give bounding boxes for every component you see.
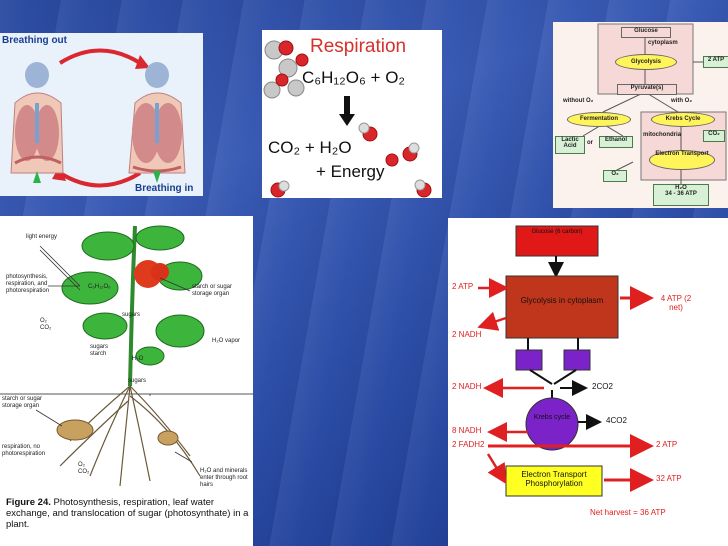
- respiration-panel: Respiration C₆H₁₂O₆ + O₂ CO₂ + H₂O + Ene…: [262, 30, 442, 198]
- caption-text: Photosynthesis, respiration, leaf water …: [6, 497, 249, 530]
- flow-panel: Glucose (6 carbon) 2 ATP Glycolysis in c…: [448, 218, 728, 546]
- breathing-in-label: Breathing in: [135, 183, 194, 194]
- pathway-without-o2: without O₂: [563, 98, 594, 104]
- pathway-mitochondria: mitochondria: [643, 132, 682, 138]
- flow-nadh-3: 8 NADH: [452, 426, 482, 435]
- flow-fadh: 2 FADH2: [452, 440, 485, 449]
- pathway-fermentation: Fermentation: [567, 112, 631, 127]
- breathing-illustration: [10, 48, 186, 188]
- flow-atp-out: 4 ATP (2 net): [660, 294, 692, 312]
- plant-light: light energy: [26, 234, 58, 240]
- pathway-h2o-atp: H₂O 34 - 36 ATP: [653, 184, 709, 206]
- flow-net: Net harvest = 36 ATP: [590, 508, 666, 517]
- pathway-lactic: Lactic Acid: [555, 136, 585, 154]
- plant-sugars-starch: sugars starch: [90, 344, 109, 357]
- plant-starch-top: starch or sugar storage organ: [192, 284, 233, 297]
- plant-h2o-minerals: H₂O and minerals enter through root hair…: [200, 468, 248, 488]
- flow-atp-in: 2 ATP: [452, 282, 474, 291]
- respiration-products: CO₂ + H₂O: [268, 138, 352, 157]
- plant-starch-bottom: starch or sugar storage organ: [2, 396, 43, 409]
- flow-co2-2: 4CO2: [606, 416, 627, 425]
- plant-illustration: [0, 225, 253, 487]
- plant-panel: light energy photosynthesis, respiration…: [0, 216, 253, 546]
- pathway-panel: Glucose cytoplasm Glycolysis 2 ATP Pyruv…: [553, 22, 728, 208]
- flow-glycolysis: Glycolysis in cytoplasm: [520, 296, 604, 305]
- pathway-2atp: 2 ATP: [703, 56, 728, 68]
- flow-etc: Electron Transport Phosphorylation: [521, 470, 587, 488]
- plant-h2o: H₂O: [132, 356, 144, 362]
- pathway-pyruvate: Pyruvate(s): [617, 84, 677, 95]
- pathway-h2o: H₂O: [675, 185, 687, 191]
- molecule-illustration: [263, 40, 432, 198]
- flow-co2-1: 2CO2: [592, 382, 613, 391]
- flow-atp-krebs: 2 ATP: [656, 440, 678, 449]
- respiration-reactants: C₆H₁₂O₆ + O₂: [302, 68, 406, 87]
- figure-caption: Figure 24. Photosynthesis, respiration, …: [6, 497, 253, 531]
- flow-diagram: [477, 225, 654, 497]
- plant-resp-no: respiration, no photorespiration: [2, 444, 46, 457]
- flow-nadh-2: 2 NADH: [452, 382, 482, 391]
- pathway-cytoplasm: cytoplasm: [648, 40, 678, 46]
- plant-glucose: C₆H₁₂O₆: [88, 284, 111, 290]
- flow-nadh-1: 2 NADH: [452, 330, 482, 339]
- breathing-panel: Breathing out Breathing in: [0, 33, 203, 196]
- pathway-glycolysis: Glycolysis: [615, 54, 677, 70]
- pathway-etc: Electron Transport: [649, 150, 715, 170]
- pathway-with-o2: with O₂: [671, 98, 692, 104]
- pathway-co2: CO₂: [703, 130, 725, 142]
- flow-krebs: Krebs cycle: [533, 414, 571, 421]
- pathway-o2: O₂: [603, 170, 627, 182]
- plant-h2o-vapor: H₂O vapor: [212, 338, 241, 344]
- plant-sugars-2: sugars: [128, 378, 147, 384]
- pathway-atp-34: 34 - 36 ATP: [665, 191, 697, 197]
- plant-o2co2-top: O₂ CO₂: [40, 318, 52, 331]
- plant-sugars-1: sugars: [122, 312, 141, 318]
- flow-glucose: Glucose (6 carbon): [531, 229, 583, 235]
- pathway-ethanol: Ethanol: [599, 136, 633, 148]
- plant-photo: photosynthesis, respiration, and photore…: [6, 274, 50, 294]
- pathway-glucose-box: Glucose: [621, 27, 671, 38]
- breathing-out-label: Breathing out: [2, 35, 67, 46]
- respiration-title: Respiration: [310, 36, 407, 57]
- pathway-or: or: [587, 140, 593, 146]
- respiration-energy: + Energy: [316, 162, 385, 181]
- flow-atp-etc: 32 ATP: [656, 474, 682, 483]
- plant-o2co2-bottom: O₂ CO₂: [78, 462, 90, 475]
- pathway-krebs: Krebs Cycle: [651, 112, 715, 127]
- caption-bold: Figure 24.: [6, 497, 51, 508]
